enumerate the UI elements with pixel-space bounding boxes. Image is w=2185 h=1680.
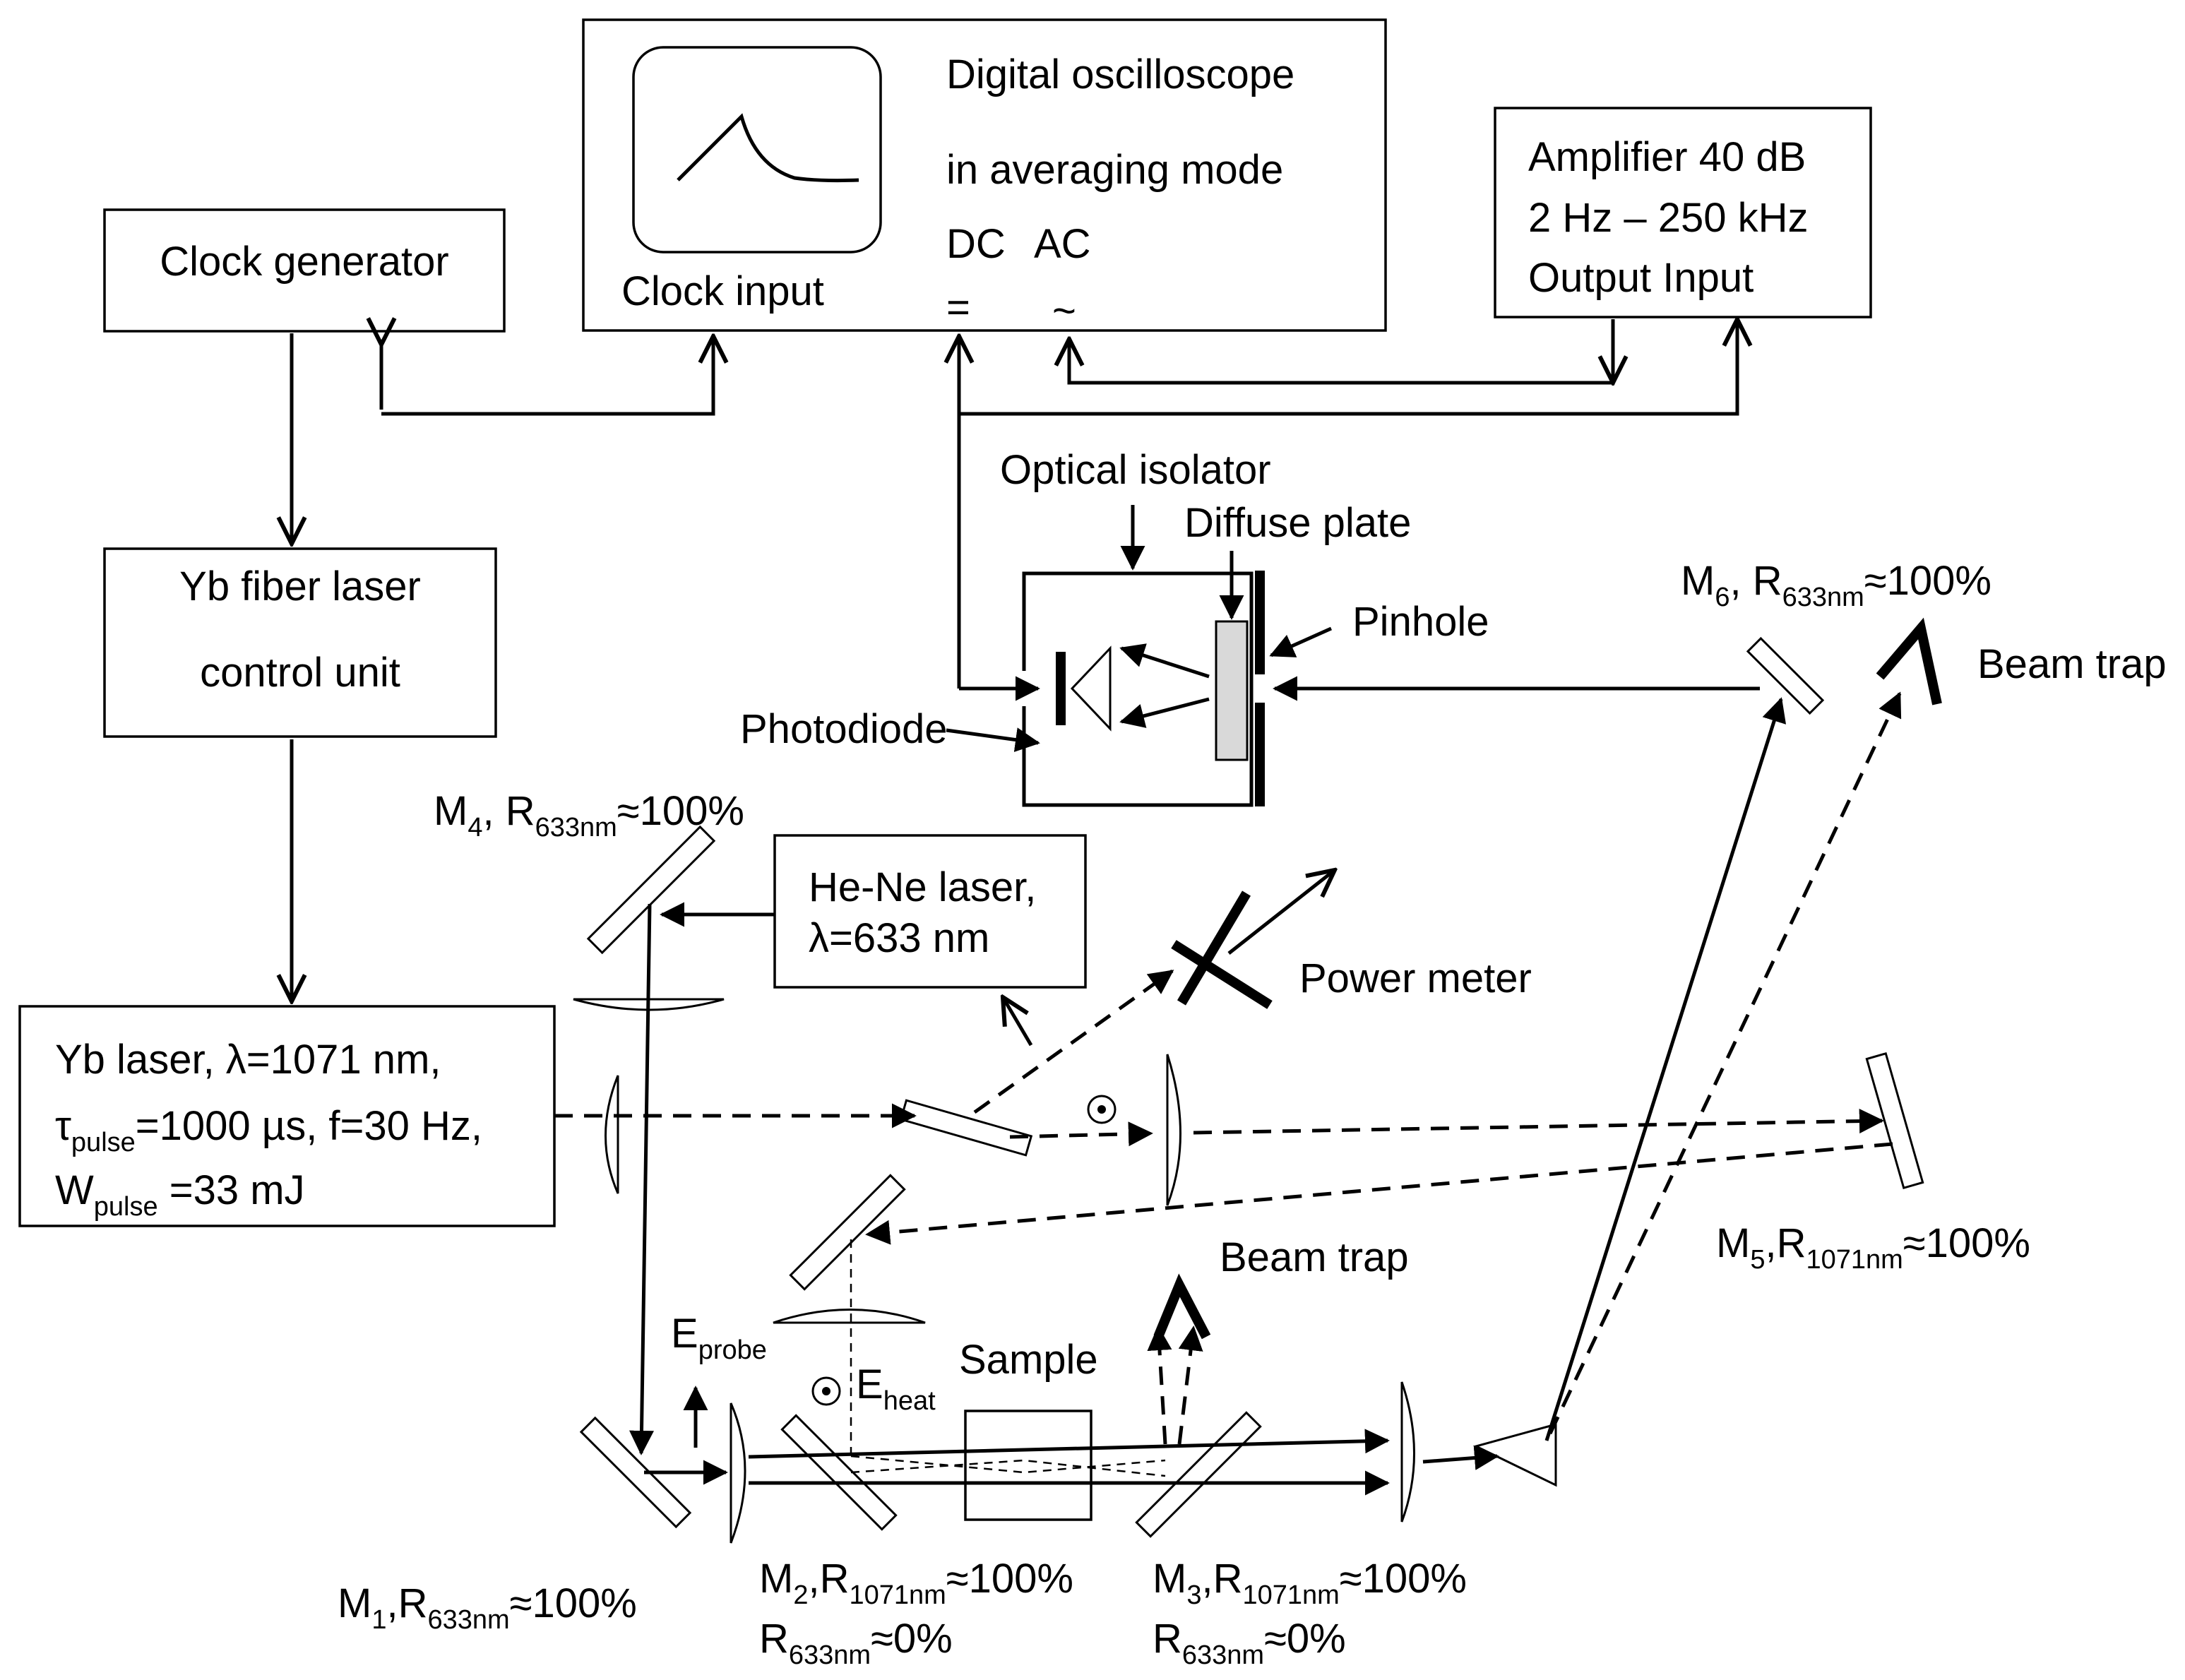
mirror-m3-label-line2: R633nm≈0% <box>1153 1616 1346 1670</box>
mirror-m3-label: M3,R1071nm≈100% <box>1153 1556 1467 1610</box>
beam-trap-bottom-label: Beam trap <box>1220 1234 1409 1280</box>
clock-generator-label: Clock generator <box>160 239 448 285</box>
optical-isolator <box>946 505 1333 807</box>
beam-trap-bottom <box>1153 1273 1211 1340</box>
beam-trap-top-label: Beam trap <box>1977 641 2167 687</box>
mirror-m5-label: M5,R1071nm≈100% <box>1716 1220 2030 1275</box>
mirror-fold <box>789 1174 906 1291</box>
yb-control-unit-box: Yb fiber laser control unit <box>103 547 497 738</box>
scope-ac-label: AC <box>1034 221 1091 267</box>
mirror-m4-label: M4, R633nm≈100% <box>434 788 744 842</box>
output-prism <box>1472 1423 1557 1487</box>
scope-title-line2: in averaging mode <box>946 147 1283 193</box>
mirror-m6 <box>1746 636 1825 715</box>
yb-laser-line3: Wpulse =33 mJ <box>55 1167 305 1222</box>
scope-ac-symbol: ~ <box>1052 288 1076 334</box>
mirror-m6-label: M6, R633nm≈100% <box>1681 558 1991 612</box>
mirror-m3 <box>1135 1411 1262 1538</box>
amplifier-gain-label: Amplifier 40 dB <box>1528 134 1806 180</box>
mirror-m4 <box>586 825 716 955</box>
splitter-reflection-arrow <box>1003 997 1033 1047</box>
scope-dc-label: DC <box>946 221 1006 267</box>
amplifier-box: Amplifier 40 dB 2 Hz – 250 kHz Output In… <box>1494 107 1872 318</box>
amplifier-io-label: Output Input <box>1528 255 1754 301</box>
hene-laser-line1: He-Ne laser, <box>809 864 1036 910</box>
amplifier-band-label: 2 Hz – 250 kHz <box>1528 195 1809 241</box>
hene-laser-line2: λ=633 nm <box>809 915 989 961</box>
e-heat-label: Eheat <box>856 1362 936 1416</box>
diffuse-plate-label: Diffuse plate <box>1184 500 1411 546</box>
polarization-dot-top <box>1087 1095 1117 1124</box>
mirror-m1 <box>579 1416 692 1529</box>
isolator-prism <box>1070 645 1112 732</box>
scope-pulse-trace <box>677 113 859 183</box>
beam-trap-top <box>1876 617 1942 705</box>
mirror-m2-label: M2,R1071nm≈100% <box>759 1556 1073 1610</box>
beam-splitter <box>899 1099 1033 1157</box>
lens-yb <box>605 1075 619 1194</box>
scope-clock-input-label: Clock input <box>621 268 824 314</box>
clock-to-scope-wire <box>381 336 713 416</box>
lens-middle <box>1166 1054 1181 1206</box>
power-meter-label: Power meter <box>1299 955 1532 1001</box>
scope-title-line1: Digital oscilloscope <box>946 52 1294 97</box>
photodiode-to-amp-wire <box>959 319 1737 416</box>
e-probe-label: Eprobe <box>671 1311 767 1365</box>
sample-label: Sample <box>959 1337 1098 1383</box>
yb-control-line2: control unit <box>200 650 400 696</box>
mirror-m5 <box>1865 1052 1924 1190</box>
yb-laser-box: Yb laser, λ=1071 nm, τpulse=1000 µs, f=3… <box>18 1005 556 1227</box>
heating-beam-path <box>554 691 1902 1477</box>
diffuse-plate <box>1215 620 1249 761</box>
lens-output <box>1400 1381 1415 1523</box>
optical-isolator-label: Optical isolator <box>1000 447 1271 493</box>
mirror-m1-label: M1,R633nm≈100% <box>338 1580 637 1635</box>
scope-dc-symbol: = <box>946 285 970 330</box>
yb-laser-line2: τpulse=1000 µs, f=30 Hz, <box>55 1103 482 1157</box>
mirror-m2-label-line2: R633nm≈0% <box>759 1616 953 1670</box>
probe-beam-path <box>629 676 1787 1496</box>
yb-laser-line1: Yb laser, λ=1071 nm, <box>55 1037 441 1083</box>
photodiode-label: Photodiode <box>740 706 947 752</box>
yb-control-line1: Yb fiber laser <box>179 564 421 609</box>
mirror-m2 <box>780 1414 898 1531</box>
lens-heat <box>773 1309 926 1324</box>
sample-cell <box>964 1410 1092 1521</box>
pinhole-label: Pinhole <box>1352 599 1489 645</box>
oscilloscope-box: Digital oscilloscope in averaging mode D… <box>582 18 1387 334</box>
hene-laser-box: He-Ne laser, λ=633 nm <box>773 834 1087 989</box>
power-meter <box>1171 870 1335 1009</box>
clock-generator-box: Clock generator <box>103 208 506 333</box>
polarization-dot-heat <box>811 1376 841 1406</box>
signal-wiring <box>292 319 1737 1001</box>
lens-input <box>730 1402 746 1544</box>
